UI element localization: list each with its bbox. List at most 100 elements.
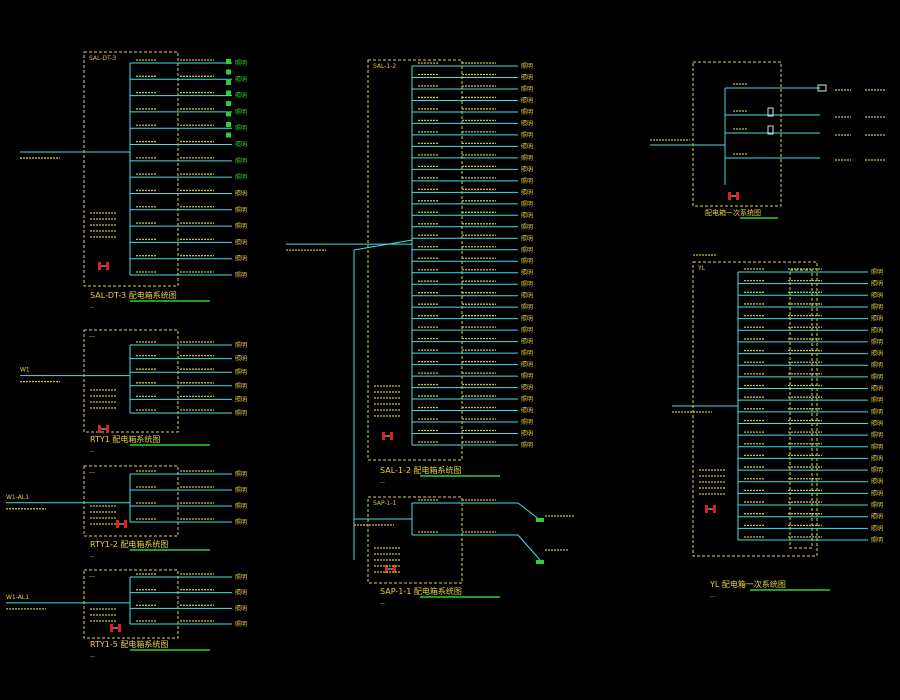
circuit-row: 照明 [130, 589, 247, 597]
circuit-row: 照明 [412, 188, 533, 196]
breaker-symbol [705, 505, 716, 513]
circuit-row: 照明 [412, 96, 533, 104]
circuit-row: 照明 [130, 222, 247, 230]
circuit-row: 照明 [130, 604, 247, 612]
load-label: 照明 [235, 356, 247, 363]
circuit-row: 照明 [130, 341, 247, 349]
circuit-row: 照明 [412, 269, 533, 277]
load-label: 照明 [235, 272, 247, 279]
green-marker [536, 560, 544, 564]
circuit-row: 照明 [130, 173, 247, 181]
panel-yl: YL照明照明照明照明照明照明照明照明照明照明照明照明照明照明照明照明照明照明照明… [672, 254, 883, 600]
circuit-row [725, 153, 885, 161]
circuit-row: 照明 [130, 255, 247, 263]
circuit-row: 照明 [130, 75, 247, 83]
load-label: 照明 [521, 189, 533, 196]
circuit-row: 照明 [130, 206, 247, 214]
load-label: 照明 [521, 235, 533, 242]
breaker-mark [728, 192, 731, 200]
circuit-row: 照明 [412, 349, 533, 357]
load-label: 照明 [871, 409, 883, 416]
circuit-row: 照明 [738, 513, 883, 521]
load-label: 照明 [235, 621, 247, 628]
load-label: 照明 [521, 247, 533, 254]
breaker-mark [118, 624, 121, 632]
panel-header: — [89, 573, 95, 580]
circuit-row: 照明 [130, 157, 247, 165]
panel-header: SAL-1-2 [373, 63, 396, 70]
circuit-row: 照明 [738, 443, 883, 451]
circuit-row: 照明 [130, 409, 247, 417]
green-marker [226, 80, 231, 85]
circuit-row: 照明 [412, 315, 533, 323]
load-label: 照明 [235, 256, 247, 263]
load-label: 照明 [235, 590, 247, 597]
circuit-row: 照明 [412, 292, 533, 300]
circuit-row: 照明 [412, 337, 533, 346]
load-label: 照明 [521, 120, 533, 127]
circuit-row [412, 499, 518, 504]
load-label: 照明 [871, 467, 883, 474]
breaker-mark [106, 425, 109, 433]
circuit-row: 照明 [412, 73, 533, 81]
circuit-row: 照明 [738, 419, 883, 427]
circuit-row: 照明 [130, 486, 247, 494]
panel-header: SAP-1-1 [373, 500, 397, 507]
panel-title: RTY1-5 配电箱系统图 [90, 639, 168, 649]
circuit-row: 照明 [738, 314, 883, 323]
load-label: 照明 [871, 351, 883, 358]
breaker-mark [393, 565, 396, 573]
panel-frame [83, 569, 179, 639]
panel-ctrl: 配电箱一次系统图 [650, 61, 885, 219]
panel-subtitle: — [90, 305, 95, 311]
panel-frame [692, 61, 782, 207]
load-label: 照明 [871, 374, 883, 381]
panel-subtitle: — [710, 594, 715, 600]
load-label: 照明 [235, 396, 247, 403]
panel-subtitle: — [90, 654, 95, 660]
load-label: 照明 [235, 190, 247, 197]
circuit-row: 照明 [738, 373, 883, 381]
load-label: 照明 [871, 420, 883, 427]
incoming-label: W1-AL1 [6, 594, 29, 601]
load-label: 照明 [521, 339, 533, 346]
load-label: 照明 [871, 339, 883, 346]
panel-title: YL 配电箱一次系统图 [709, 579, 786, 589]
breaker-symbol [116, 520, 127, 528]
load-label: 照明 [521, 327, 533, 334]
load-label: 照明 [235, 471, 247, 478]
panel-sal-dt-3: SAL-DT-3照明照明照明照明照明照明照明照明照明照明照明照明照明照明SAL-… [20, 51, 247, 311]
circuit-row: 照明 [412, 85, 533, 93]
circuit-row [725, 83, 885, 91]
load-label: 照明 [521, 109, 533, 116]
circuit-row: 照明 [738, 466, 883, 474]
load-label: 照明 [521, 97, 533, 104]
breaker-mark [385, 565, 388, 573]
breaker-mark [124, 520, 127, 528]
circuit-row: 照明 [738, 536, 883, 544]
contactor-box [767, 125, 774, 135]
load-label: 照明 [871, 397, 883, 404]
circuit-row: 照明 [738, 408, 883, 416]
panel-subtitle: — [90, 554, 95, 560]
circuit-row: 照明 [738, 280, 883, 288]
panel-subtitle: — [90, 449, 95, 455]
circuit-row: 照明 [738, 384, 883, 393]
load-label: 照明 [871, 479, 883, 486]
load-label: 照明 [521, 385, 533, 392]
breaker-symbol [98, 262, 109, 270]
panel-header: YL [697, 265, 706, 272]
breaker-mark [98, 425, 101, 433]
load-label: 照明 [521, 431, 533, 438]
load-label: 照明 [871, 432, 883, 439]
circuit-row: 照明 [412, 154, 533, 162]
breaker-mark [390, 432, 393, 440]
circuit-row: 照明 [412, 372, 533, 380]
load-label: 照明 [235, 125, 247, 132]
circuit-row: 照明 [412, 257, 533, 265]
load-label: 照明 [521, 166, 533, 173]
circuit-row: 照明 [412, 383, 533, 392]
